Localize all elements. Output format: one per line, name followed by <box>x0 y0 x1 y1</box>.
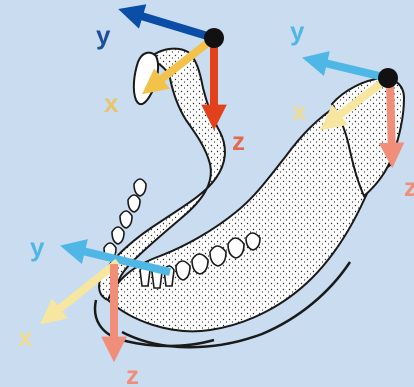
z-label-left: z <box>232 126 245 156</box>
y-label-left: y <box>96 20 111 50</box>
x-label-right: x <box>292 96 307 126</box>
pivot-dot-left <box>204 28 224 48</box>
y-label-right: y <box>290 16 305 46</box>
pivot-dot-right <box>378 68 398 88</box>
z-label-right: z <box>404 172 414 202</box>
z-label-incisor: z <box>126 360 139 387</box>
x-label-left: x <box>104 88 119 118</box>
y-label-incisor: y <box>30 232 45 262</box>
z-axis-arrow-right <box>390 82 392 158</box>
x-label-incisor: x <box>18 322 33 352</box>
y-axis-arrow-right <box>312 60 388 78</box>
mandible-drawing <box>95 49 404 348</box>
y-axis-arrow-left <box>128 12 214 38</box>
mandible-left-coronoid <box>134 53 158 105</box>
